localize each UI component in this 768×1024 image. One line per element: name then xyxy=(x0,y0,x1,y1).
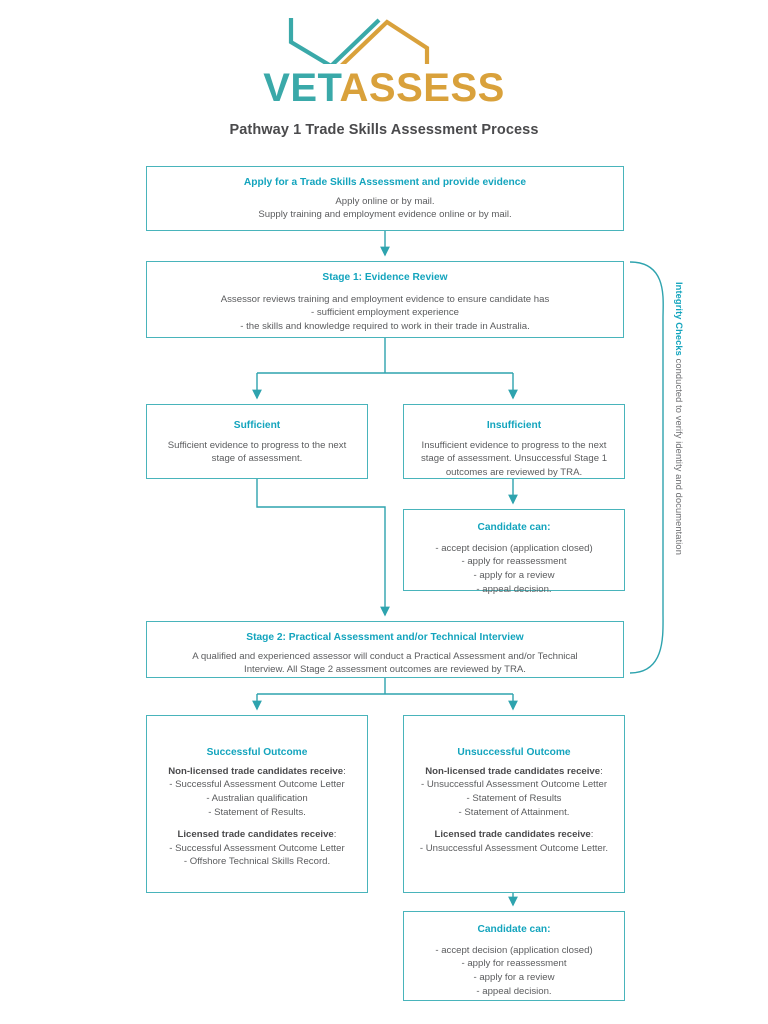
box-stage-2-practical-assessment: Stage 2: Practical Assessment and/or Tec… xyxy=(146,621,624,678)
box-line: A qualified and experienced assessor wil… xyxy=(192,650,578,662)
integrity-checks-label: Integrity Checks conducted to verify ide… xyxy=(668,282,684,662)
page-title: Pathway 1 Trade Skills Assessment Proces… xyxy=(229,122,539,138)
box-line: - accept decision (application closed) xyxy=(435,542,593,554)
group-label: Non-licensed trade candidates receive xyxy=(425,765,601,777)
box-line: - apply for reassessment xyxy=(461,556,567,568)
vetassess-chevron-logo-icon xyxy=(288,18,430,64)
box-successful-outcome: Successful Outcome Non-licensed trade ca… xyxy=(146,715,368,893)
brand-word-assess: ASSESS xyxy=(339,66,505,110)
box-body: - accept decision (application closed) -… xyxy=(414,944,614,998)
box-body: Assessor reviews training and employment… xyxy=(157,293,613,334)
box-line: - Offshore Technical Skills Record. xyxy=(183,856,331,868)
box-line: - appeal decision. xyxy=(476,583,552,595)
box-line: - Statement of Results. xyxy=(208,806,306,818)
integrity-checks-title: Integrity Checks xyxy=(674,282,684,356)
box-sufficient: Sufficient Sufficient evidence to progre… xyxy=(146,404,368,479)
group-label-row: Non-licensed trade candidates receive: xyxy=(425,765,603,777)
group-label: Non-licensed trade candidates receive xyxy=(168,765,344,777)
group-label: Licensed trade candidates receive xyxy=(177,829,334,841)
box-line: - Successful Assessment Outcome Letter xyxy=(169,842,345,854)
box-line: - apply for a review xyxy=(473,569,555,581)
brand-logo: VETASSESS xyxy=(0,14,768,108)
connector-sufficient-to-stage2 xyxy=(256,479,390,617)
box-heading: Stage 1: Evidence Review xyxy=(322,272,448,283)
box-heading: Unsuccessful Outcome xyxy=(457,747,571,758)
box-heading: Insufficient xyxy=(486,420,542,431)
box-line: Assessor reviews training and employment… xyxy=(220,293,550,305)
box-body: Sufficient evidence to progress to the n… xyxy=(157,439,357,466)
box-line: Interview. All Stage 2 assessment outcom… xyxy=(244,664,526,676)
box-line: - Statement of Attainment. xyxy=(458,806,570,818)
box-line: - sufficient employment experience xyxy=(310,307,460,319)
box-line: - apply for a review xyxy=(473,971,555,983)
integrity-checks-bracket xyxy=(629,261,664,674)
box-line: Apply online or by mail. xyxy=(335,195,435,207)
box-heading: Sufficient xyxy=(233,420,281,431)
box-line: - apply for reassessment xyxy=(461,958,567,970)
box-line: - Australian qualification xyxy=(206,792,308,804)
box-heading: Candidate can: xyxy=(477,924,551,935)
box-heading: Apply for a Trade Skills Assessment and … xyxy=(243,177,527,188)
spacer xyxy=(157,819,357,828)
box-body: Non-licensed trade candidates receive: -… xyxy=(414,765,614,856)
box-line: outcomes are reviewed by TRA. xyxy=(445,466,583,478)
group-label: Licensed trade candidates receive xyxy=(434,829,591,841)
box-line: - accept decision (application closed) xyxy=(435,944,593,956)
box-body: Non-licensed trade candidates receive: -… xyxy=(157,765,357,869)
box-body: Insufficient evidence to progress to the… xyxy=(414,439,614,480)
box-line: stage of assessment. Unsuccessful Stage … xyxy=(420,453,608,465)
box-line: Sufficient evidence to progress to the n… xyxy=(167,439,347,451)
box-candidate-can-stage2: Candidate can: - accept decision (applic… xyxy=(403,911,625,1001)
brand-word-vet: VET xyxy=(263,66,340,110)
box-line: - Unsuccessful Assessment Outcome Letter xyxy=(420,779,608,791)
box-line: - Unsuccessful Assessment Outcome Letter… xyxy=(419,842,609,854)
box-unsuccessful-outcome: Unsuccessful Outcome Non-licensed trade … xyxy=(403,715,625,893)
box-line: stage of assessment. xyxy=(211,453,303,465)
group-label-row: Non-licensed trade candidates receive: xyxy=(168,765,346,777)
box-line: - appeal decision. xyxy=(476,985,552,997)
box-candidate-can-stage1: Candidate can: - accept decision (applic… xyxy=(403,509,625,595)
box-apply-for-assessment: Apply for a Trade Skills Assessment and … xyxy=(146,166,624,231)
box-line: Insufficient evidence to progress to the… xyxy=(421,439,607,451)
box-heading: Stage 2: Practical Assessment and/or Tec… xyxy=(246,632,524,643)
group-label-row: Licensed trade candidates receive: xyxy=(434,829,594,841)
box-line: - Successful Assessment Outcome Letter xyxy=(169,779,345,791)
group-label-row: Licensed trade candidates receive: xyxy=(177,829,337,841)
box-body: - accept decision (application closed) -… xyxy=(414,542,614,596)
box-line: - Statement of Results xyxy=(466,792,562,804)
spacer xyxy=(414,819,614,828)
box-insufficient: Insufficient Insufficient evidence to pr… xyxy=(403,404,625,479)
box-body: Apply online or by mail. Supply training… xyxy=(157,195,613,222)
integrity-checks-description: conducted to verify identity and documen… xyxy=(674,355,684,555)
box-stage-1-evidence-review: Stage 1: Evidence Review Assessor review… xyxy=(146,261,624,338)
box-heading: Successful Outcome xyxy=(206,747,308,758)
brand-wordmark: VETASSESS xyxy=(263,68,505,108)
box-line: - the skills and knowledge required to w… xyxy=(240,320,530,332)
box-heading: Candidate can: xyxy=(477,522,551,533)
box-body: A qualified and experienced assessor wil… xyxy=(157,650,613,677)
box-line: Supply training and employment evidence … xyxy=(258,209,512,221)
